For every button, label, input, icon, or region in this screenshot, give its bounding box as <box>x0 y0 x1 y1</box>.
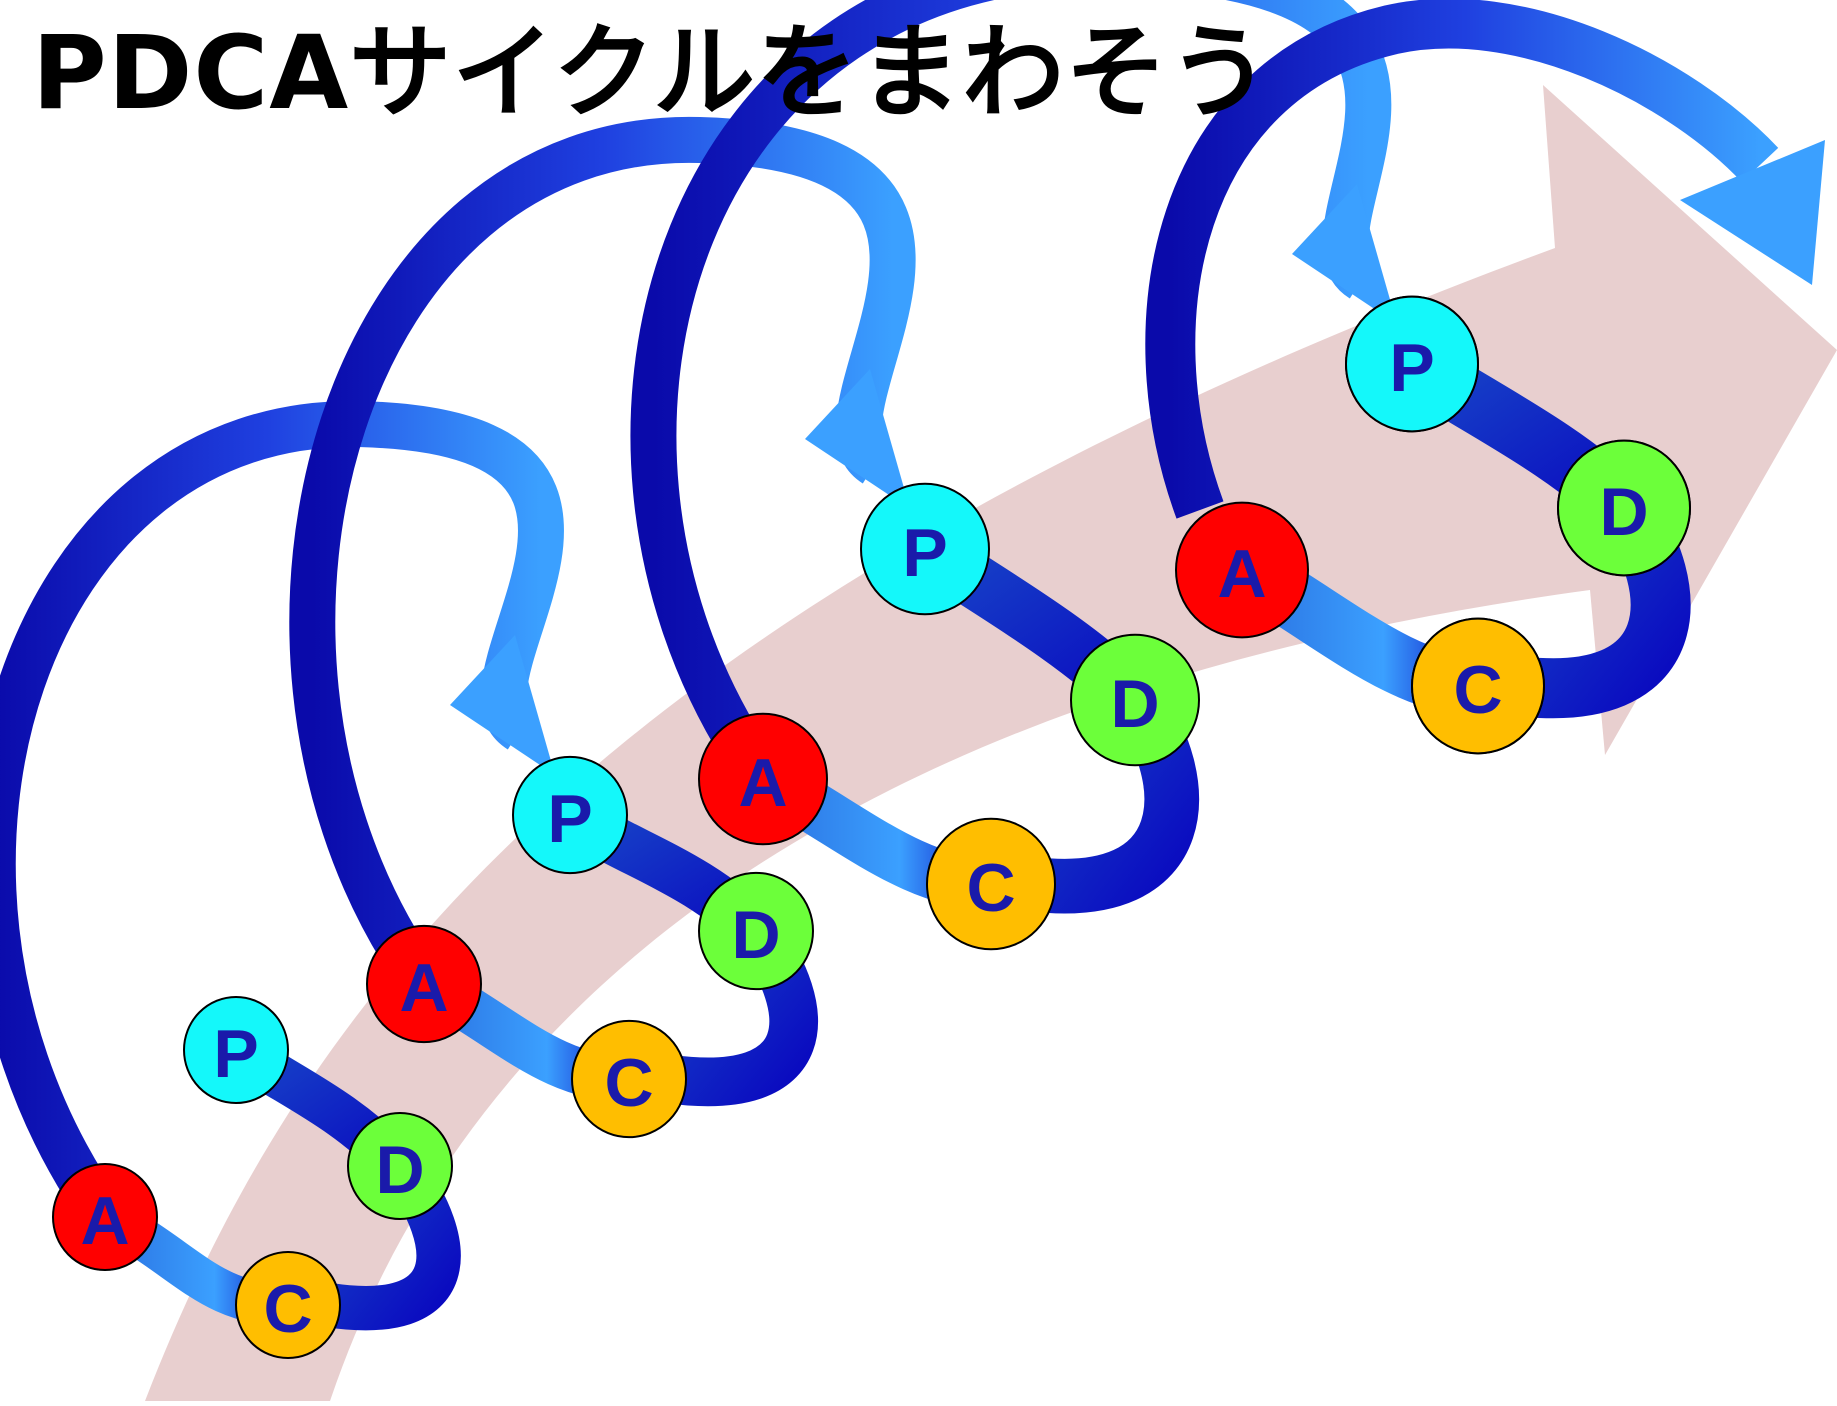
cycle-5-plan-node: P <box>1345 295 1479 433</box>
plan-label: P <box>213 1016 258 1092</box>
diagram-title: PDCAサイクルをまわそう <box>32 14 1272 133</box>
plan-label: P <box>902 515 947 591</box>
exit-arrowhead <box>1680 140 1825 285</box>
cycle-2-do-node: D <box>698 871 814 991</box>
cycle-5-do-node: D <box>1557 439 1691 577</box>
cycle-3-return-arrow <box>630 0 1397 762</box>
return-arrow-shaft <box>630 0 1392 762</box>
check-label: C <box>263 1271 312 1347</box>
cycle-2-plan-node: P <box>512 755 628 875</box>
do-label: D <box>1110 666 1159 742</box>
cycle-2-return-arrow <box>289 116 916 967</box>
cycle-3-do-node: D <box>1070 633 1200 767</box>
act-label: A <box>399 950 448 1026</box>
act-circle <box>1175 501 1309 639</box>
do-circle <box>1070 633 1200 767</box>
cycle-1-return-arrow <box>0 401 564 1200</box>
check-circle <box>235 1250 341 1360</box>
do-circle <box>347 1111 453 1221</box>
cycle-1-check-node: C <box>235 1250 341 1360</box>
plan-label: P <box>1389 330 1434 406</box>
plan-label: P <box>547 781 592 857</box>
act-circle <box>52 1162 158 1272</box>
cycle-1-plan-node: P <box>183 995 289 1105</box>
do-label: D <box>375 1132 424 1208</box>
plan-circle <box>860 482 990 616</box>
return-arrowhead <box>1292 184 1397 324</box>
cycle-3-check-node: C <box>926 817 1056 951</box>
plan-circle <box>1345 295 1479 433</box>
cycle-1-act-node: A <box>52 1162 158 1272</box>
cycle-2-check-node: C <box>571 1019 687 1139</box>
cycle-4-act-node: A <box>1175 501 1309 639</box>
return-arrowhead <box>805 369 910 509</box>
act-label: A <box>1217 536 1266 612</box>
return-arrow-shaft <box>289 116 916 967</box>
act-circle <box>698 712 828 846</box>
act-label: A <box>738 745 787 821</box>
exit-arrow-shaft <box>1145 0 1779 519</box>
check-label: C <box>604 1045 653 1121</box>
cycle-1-do-node: D <box>347 1111 453 1221</box>
check-circle <box>1411 617 1545 755</box>
check-circle <box>926 817 1056 951</box>
do-label: D <box>1599 474 1648 550</box>
do-circle <box>1557 439 1691 577</box>
cycle-3-act-node: A <box>698 712 828 846</box>
cycle-5-check-node: C <box>1411 617 1545 755</box>
plan-circle <box>512 755 628 875</box>
do-circle <box>698 871 814 991</box>
plan-circle <box>183 995 289 1105</box>
return-arrow-shaft <box>0 401 564 1200</box>
act-label: A <box>80 1183 129 1259</box>
return-arrowhead <box>450 635 555 775</box>
check-label: C <box>1453 652 1502 728</box>
cycle-3-plan-node: P <box>860 482 990 616</box>
check-label: C <box>966 850 1015 926</box>
exit-arrow <box>1145 0 1825 519</box>
act-circle <box>366 924 482 1044</box>
do-label: D <box>731 897 780 973</box>
check-circle <box>571 1019 687 1139</box>
cycle-2-act-node: A <box>366 924 482 1044</box>
